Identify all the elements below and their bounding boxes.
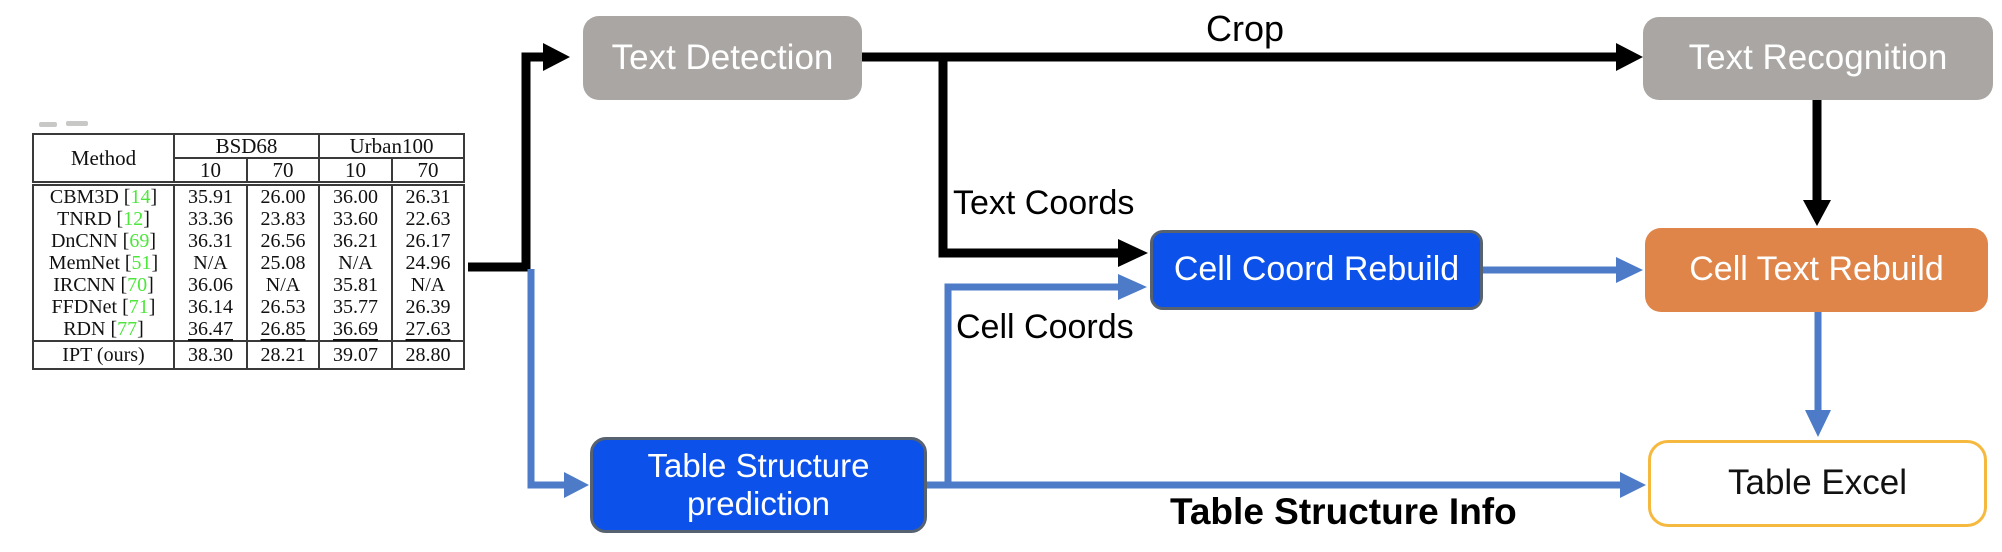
value-cell: 22.63 (391, 208, 464, 231)
value-cell: 38.30 (173, 340, 247, 370)
citation-number: 70 (127, 273, 148, 296)
node-label: Cell Coord Rebuild (1173, 250, 1460, 289)
value-cell: 26.39 (391, 296, 464, 319)
node-label: Cell Text Rebuild (1689, 250, 1944, 289)
input-table-image: Method BSD68 Urban100 10 70 10 70 CBM3D … (32, 133, 465, 371)
node-cell-coord-rebuild: Cell Coord Rebuild (1150, 230, 1483, 310)
value-cell: 33.60 (318, 208, 392, 231)
arrowhead (1803, 200, 1831, 226)
method-cell: IRCNN [70] (33, 273, 175, 297)
method-cell: DnCNN [69] (33, 229, 175, 253)
value-cell: 25.08 (246, 252, 319, 275)
value-cell: N/A (173, 252, 247, 275)
arrowhead (543, 43, 570, 71)
value-cell: N/A (318, 252, 392, 275)
results-table: Method BSD68 Urban100 10 70 10 70 CBM3D … (32, 133, 465, 371)
edge-table-to-text-detection (468, 52, 545, 272)
arrowhead (1620, 472, 1646, 498)
value-cell: 36.69 (318, 318, 392, 342)
value-cell: 24.96 (391, 252, 464, 275)
value-cell: 36.21 (318, 230, 392, 253)
node-label: Table Excel (1728, 463, 1907, 503)
node-label: Table Structure prediction (647, 447, 870, 522)
citation-number: 77 (117, 317, 138, 340)
citation-number: 69 (129, 229, 150, 252)
method-cell: FFDNet [71] (33, 295, 175, 319)
value-cell: 27.63 (391, 318, 464, 342)
value-cell: 36.14 (173, 296, 247, 319)
citation-number: 71 (128, 295, 149, 318)
value-cell: 26.17 (391, 230, 464, 253)
table-header-row: Method BSD68 Urban100 (33, 134, 464, 187)
value-cell: 26.31 (391, 183, 464, 209)
scan-artifact (39, 122, 57, 127)
edge-cell-coords (944, 283, 1120, 485)
node-table-structure-prediction: Table Structure prediction (590, 437, 927, 533)
col-header-method: Method (33, 134, 175, 187)
arrowhead (1616, 257, 1643, 283)
table-subheader-row: 10 70 10 70 (33, 158, 464, 187)
col-header-urban100: Urban100 (318, 134, 464, 160)
citation-number: 14 (130, 185, 151, 208)
value-cell: 39.07 (318, 340, 392, 370)
method-cell: MemNet [51] (33, 251, 175, 275)
node-label: Text Detection (611, 37, 834, 77)
method-cell: CBM3D [14] (33, 183, 175, 209)
value-cell: 23.83 (246, 208, 319, 231)
subcol-header: 70 (391, 158, 464, 187)
edge-label-table-structure-info: Table Structure Info (1170, 491, 1517, 532)
node-label: Text Recognition (1688, 38, 1948, 78)
edge-label-text-coords: Text Coords (953, 184, 1135, 222)
method-cell: RDN [77] (33, 317, 175, 342)
edge-text-coords (938, 57, 1120, 258)
value-cell: 26.56 (246, 230, 319, 253)
arrowhead (1118, 274, 1147, 300)
node-text-detection: Text Detection (583, 16, 862, 100)
method-cell: IPT (ours) (33, 340, 175, 370)
scan-artifact (66, 121, 88, 126)
value-cell: 36.00 (318, 183, 392, 209)
value-cell: 26.53 (246, 296, 319, 319)
value-cell: 35.77 (318, 296, 392, 319)
value-cell: 33.36 (173, 208, 247, 231)
subcol-header: 10 (318, 158, 392, 187)
value-cell: 36.06 (173, 274, 247, 297)
citation-number: 12 (123, 207, 144, 230)
arrowhead (1616, 43, 1643, 71)
subcol-header: 70 (246, 158, 319, 187)
node-cell-text-rebuild: Cell Text Rebuild (1645, 228, 1988, 312)
value-cell: 35.91 (173, 183, 247, 209)
value-cell: 28.21 (246, 340, 319, 370)
edge-label-cell-coords: Cell Coords (956, 308, 1134, 346)
arrowhead (1118, 239, 1148, 267)
value-cell: 26.85 (246, 318, 319, 342)
value-cell: 26.00 (246, 183, 319, 209)
arrowhead (564, 472, 589, 498)
col-header-bsd68: BSD68 (174, 134, 319, 160)
node-table-excel: Table Excel (1648, 440, 1987, 527)
arrowhead (1805, 410, 1831, 437)
citation-number: 51 (131, 251, 152, 274)
subcol-header: 10 (174, 158, 247, 187)
node-text-recognition: Text Recognition (1643, 17, 1993, 100)
edge-label-crop: Crop (1205, 8, 1285, 49)
value-cell: 28.80 (391, 340, 464, 370)
edge-table-to-structure-prediction (527, 269, 566, 489)
value-cell: 36.31 (173, 230, 247, 253)
method-cell: TNRD [12] (33, 207, 175, 231)
value-cell: 35.81 (318, 274, 392, 297)
value-cell: 36.47 (173, 318, 247, 342)
value-cell: N/A (246, 274, 319, 297)
value-cell: N/A (391, 274, 464, 297)
